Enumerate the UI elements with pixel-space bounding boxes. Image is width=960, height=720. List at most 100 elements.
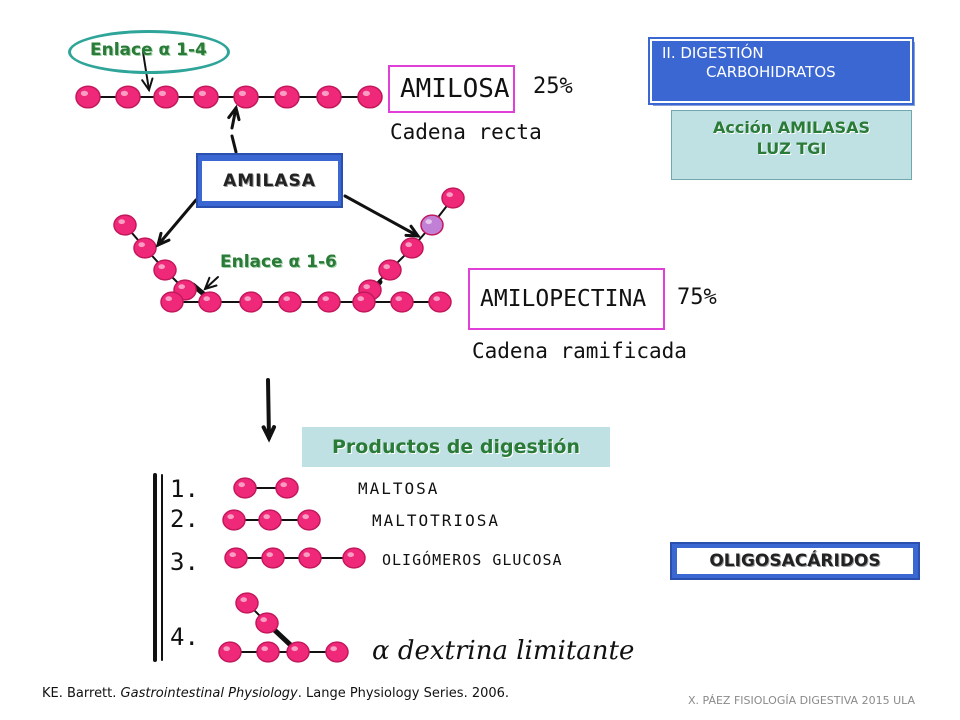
glucose-highlight (280, 482, 288, 488)
glucose-highlight (227, 514, 234, 520)
amilopectina-percent: 75% (677, 285, 717, 310)
glucose-highlight (321, 90, 329, 97)
glucose-highlight (240, 597, 247, 603)
amilopectina-box: AMILOPECTINA (468, 268, 665, 330)
glucose-unit (113, 214, 137, 236)
glucose-unit (233, 477, 257, 499)
glucose-highlight (279, 90, 287, 97)
glucose-highlight (266, 552, 274, 558)
productos-title-box: Productos de digestión (302, 427, 610, 467)
product-name-oligomeros: OLIGÓMEROS GLUCOSA (382, 551, 563, 569)
glucose-unit (317, 291, 341, 313)
glucose-unit (275, 477, 299, 499)
product-number-4: 4. (170, 623, 199, 651)
glucose-unit (298, 547, 322, 569)
glucose-unit (233, 85, 259, 109)
glucose-highlight (425, 219, 433, 225)
glucose-highlight (165, 296, 172, 302)
credit: X. PÁEZ FISIOLOGÍA DIGESTIVA 2015 ULA (688, 694, 916, 707)
glucose-unit (258, 509, 282, 531)
glucose-unit (160, 291, 184, 313)
glucose-unit (153, 259, 177, 281)
product-name-maltosa: MALTOSA (358, 479, 440, 498)
glucose-unit (75, 85, 101, 109)
glucose-highlight (244, 296, 251, 302)
amilasa-label: AMILASA (201, 160, 338, 201)
glucose-unit (115, 85, 141, 109)
glucose-highlight (405, 242, 413, 248)
glucose-highlight (178, 284, 185, 290)
down-arrow-head (261, 425, 277, 443)
glucose-highlight (229, 552, 236, 558)
glucose-highlight (263, 514, 271, 520)
glucose-highlight (291, 646, 299, 652)
section-line-2: CARBOHIDRATOS (706, 63, 836, 81)
glucose-unit (342, 547, 366, 569)
enlace-16-arrow (204, 276, 219, 290)
glucose-highlight (158, 90, 166, 97)
glucose-highlight (118, 219, 125, 225)
glucose-highlight (223, 646, 230, 652)
product-number-1: 1. (170, 475, 199, 503)
glucose-highlight (283, 296, 291, 302)
glucose-unit (261, 547, 285, 569)
cadena-recta-label: Cadena recta (390, 120, 542, 144)
product-number-2: 2. (170, 505, 199, 533)
section-header: II. DIGESTIÓN CARBOHIDRATOS (648, 37, 914, 105)
glucose-highlight (80, 90, 88, 97)
enlace-14-oval (68, 30, 230, 74)
glucose-unit (357, 85, 383, 109)
glucose-highlight (362, 90, 370, 97)
amilosa-box: AMILOSA (388, 65, 515, 113)
glucose-unit (316, 85, 342, 109)
glucose-highlight (302, 514, 310, 520)
citation-suffix: . Lange Physiology Series. 2006. (297, 686, 510, 701)
amilasa-box: AMILASA (196, 153, 343, 208)
glucose-highlight (238, 482, 245, 488)
glucose-unit (235, 592, 259, 614)
amilasa-up-arrow-head (227, 104, 241, 122)
glucose-unit (286, 641, 310, 663)
glucose-highlight (138, 242, 145, 248)
amilosa-label: AMILOSA (400, 74, 510, 104)
product-name-dextrina: α dextrina limitante (372, 636, 635, 666)
amilasa-up-arrow (230, 134, 238, 154)
product-number-3: 3. (170, 548, 199, 576)
accion-line-2: LUZ TGI (756, 139, 827, 158)
glucose-unit (256, 641, 280, 663)
glucose-highlight (446, 192, 454, 198)
glucose-highlight (238, 90, 246, 97)
citation-prefix: KE. Barrett. (42, 686, 121, 701)
glucose-highlight (383, 264, 391, 270)
glucose-unit (193, 85, 219, 109)
glucose-unit (400, 237, 424, 259)
glucose-highlight (433, 296, 441, 302)
glucose-highlight (203, 296, 210, 302)
glucose-unit (441, 187, 465, 209)
glucose-unit (420, 214, 444, 236)
glucose-unit (325, 641, 349, 663)
glucose-unit (198, 291, 222, 313)
glucose-unit (390, 291, 414, 313)
glucose-highlight (357, 296, 365, 302)
product-name-maltotriosa: MALTOTRIOSA (372, 511, 500, 530)
amilasa-left-arrow-head (155, 231, 171, 248)
glucose-unit (378, 259, 402, 281)
amilosa-percent: 25% (533, 74, 573, 99)
amilasa-right-arrow-head (404, 224, 422, 238)
citation-title: Gastrointestinal Physiology (120, 686, 298, 701)
glucose-unit (297, 509, 321, 531)
section-line-1: II. DIGESTIÓN (662, 44, 764, 62)
amilasa-left-arrow (156, 198, 198, 247)
glucose-unit (133, 237, 157, 259)
glucose-highlight (198, 90, 206, 97)
glucose-unit (239, 291, 263, 313)
enlace-14-arrow-head (141, 77, 154, 93)
citation: KE. Barrett. Gastrointestinal Physiology… (42, 686, 509, 701)
glucose-highlight (322, 296, 330, 302)
glucose-unit (224, 547, 248, 569)
amilasa-right-arrow (343, 194, 420, 238)
oligosacaridos-box: OLIGOSACÁRIDOS (670, 542, 920, 580)
accion-amilasas-box: Acción AMILASAS LUZ TGI (671, 110, 912, 180)
